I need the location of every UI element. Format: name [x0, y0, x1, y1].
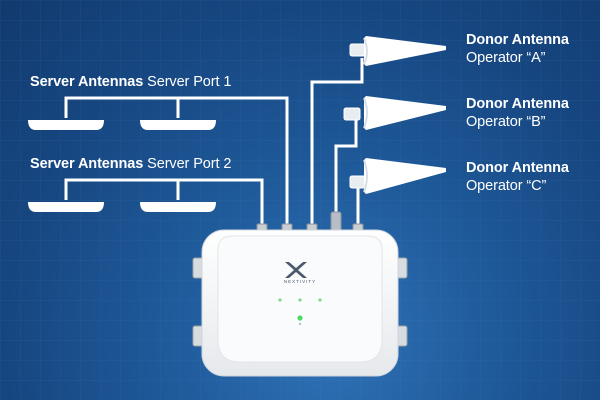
server-group-1-title: Server Antennas: [30, 74, 144, 90]
donor-a-title: Donor Antenna: [466, 32, 569, 48]
repeater-unit: [201, 229, 399, 377]
server-antenna-2b: [140, 202, 216, 212]
server-group-2-port: Server Port 2: [147, 156, 232, 172]
status-leds: [278, 298, 322, 326]
server-group-1-port: Server Port 1: [147, 74, 232, 90]
brand-wordmark: NEXTIVITY: [283, 279, 317, 284]
donor-antenna-b: [343, 96, 446, 130]
nextivity-logo-icon: [285, 262, 307, 278]
donor-antenna-c: [349, 158, 446, 194]
donor-b-title: Donor Antenna: [466, 96, 569, 112]
server-group-2-title: Server Antennas: [30, 156, 144, 172]
donor-c-label: Donor Antenna Operator “C”: [466, 159, 569, 195]
server-antenna-1b: [140, 120, 216, 130]
server-group-1-label: Server Antennas Server Port 1: [30, 73, 231, 91]
donor-c-title: Donor Antenna: [466, 160, 569, 176]
donor-c-operator: Operator “C”: [466, 178, 547, 194]
server-antenna-2a: [28, 202, 104, 212]
donor-a-label: Donor Antenna Operator “A”: [466, 31, 569, 67]
donor-a-operator: Operator “A”: [466, 50, 546, 66]
donor-cable-a: [310, 58, 364, 228]
donor-antenna-a: [349, 36, 446, 66]
donor-b-operator: Operator “B”: [466, 114, 546, 130]
server-cable-port-2: [64, 178, 264, 228]
donor-cable-b: [334, 120, 358, 220]
server-cable-port-1: [64, 96, 289, 228]
donor-b-label: Donor Antenna Operator “B”: [466, 95, 569, 131]
server-group-2-label: Server Antennas Server Port 2: [30, 155, 231, 173]
server-antenna-1a: [28, 120, 104, 130]
